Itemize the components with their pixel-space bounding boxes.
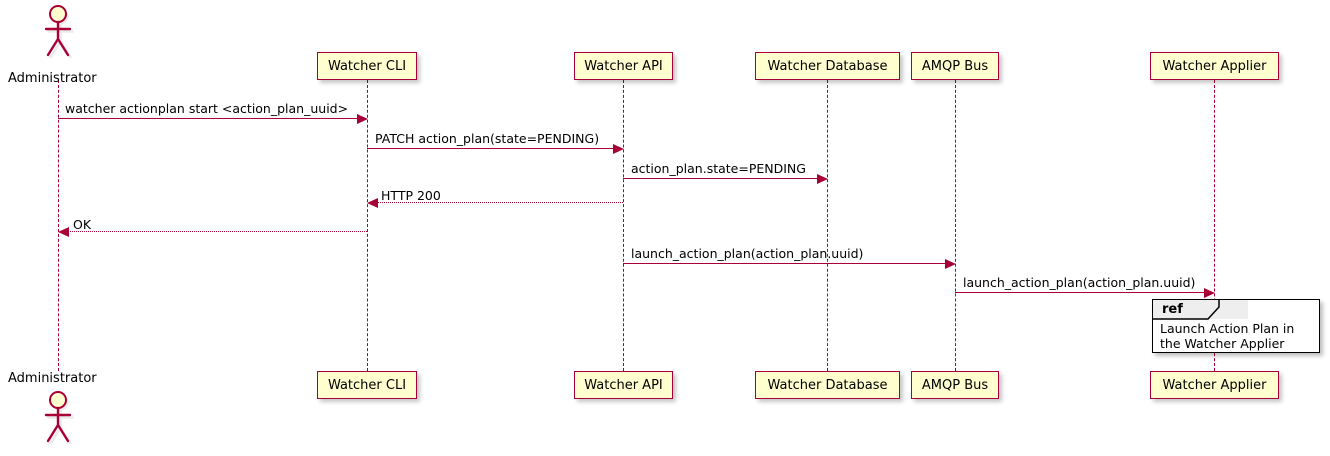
lifeline-watcher_cli	[367, 80, 368, 371]
message-line-msg-4	[376, 202, 623, 203]
message-label-msg-3: action_plan.state=PENDING	[631, 161, 806, 176]
arrow-head-msg-2	[613, 143, 624, 154]
arrow-head-msg-6	[945, 258, 956, 269]
participant-amqp_bus-top: AMQP Bus	[911, 52, 999, 80]
message-label-msg-5: OK	[73, 217, 92, 232]
arrow-head-msg-3	[817, 173, 828, 184]
ref-fragment-body-text: Launch Action Plan in the Watcher Applie…	[1160, 321, 1295, 351]
message-line-msg-5	[67, 231, 367, 232]
lifeline-administrator	[58, 80, 59, 371]
message-line-msg-2	[367, 148, 614, 149]
participant-watcher_database-bottom: Watcher Database	[755, 371, 900, 399]
actor-label-administrator-bottom: Administrator	[8, 371, 97, 386]
arrow-head-msg-7	[1204, 287, 1215, 298]
lifeline-watcher_database	[827, 80, 828, 371]
message-label-msg-2: PATCH action_plan(state=PENDING)	[375, 131, 600, 146]
participant-watcher_applier-top: Watcher Applier	[1150, 52, 1279, 80]
actor-figure-administrator-bottom	[36, 390, 80, 445]
message-label-msg-6: launch_action_plan(action_plan.uuid)	[631, 246, 864, 261]
participant-amqp_bus-bottom: AMQP Bus	[911, 371, 999, 399]
participant-watcher_applier-bottom: Watcher Applier	[1150, 371, 1279, 399]
arrow-head-msg-1	[357, 113, 368, 124]
message-label-msg-4: HTTP 200	[381, 188, 441, 203]
lifeline-watcher_api	[623, 80, 624, 371]
message-line-msg-1	[58, 118, 358, 119]
participant-watcher_cli-top: Watcher CLI	[317, 52, 417, 80]
lifeline-watcher_applier	[1214, 80, 1215, 371]
participant-watcher_api-bottom: Watcher API	[574, 371, 673, 399]
participant-watcher_database-top: Watcher Database	[755, 52, 900, 80]
message-line-msg-6	[623, 263, 946, 264]
message-label-msg-1: watcher actionplan start <action_plan_uu…	[65, 101, 349, 116]
ref-fragment-tab-label: ref	[1153, 300, 1248, 319]
actor-figure-administrator-top	[36, 4, 80, 59]
participant-watcher_api-top: Watcher API	[574, 52, 673, 80]
participant-watcher_cli-bottom: Watcher CLI	[317, 371, 417, 399]
arrow-head-msg-4	[367, 197, 378, 208]
arrow-head-msg-5	[58, 226, 69, 237]
message-line-msg-7	[955, 292, 1205, 293]
actor-label-administrator-top: Administrator	[8, 71, 97, 86]
lifeline-amqp_bus	[955, 80, 956, 371]
message-label-msg-7: launch_action_plan(action_plan.uuid)	[963, 275, 1196, 290]
message-line-msg-3	[623, 178, 818, 179]
